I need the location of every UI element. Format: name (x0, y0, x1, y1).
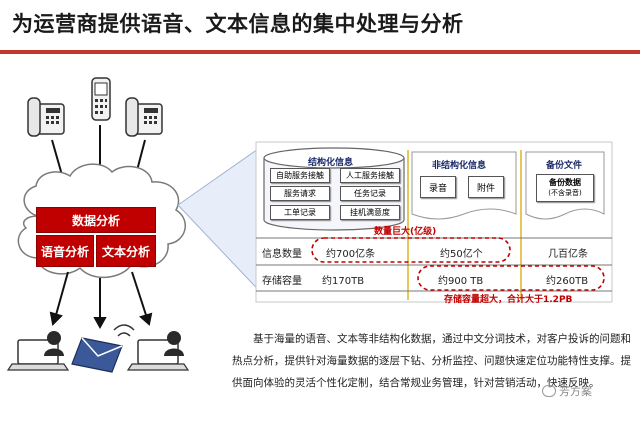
structured-header: 结构化信息 (308, 158, 354, 168)
wechat-icon (542, 385, 556, 397)
structured-item-6: 挂机满意度 (340, 205, 400, 220)
unstructured-item-recording: 录音 (420, 176, 456, 198)
mobile-phone-icon (91, 77, 111, 121)
text-analysis-box: 文本分析 (96, 235, 156, 267)
agent-laptop-icon-left (6, 331, 70, 371)
structured-item-1: 自助服务接触 (270, 168, 330, 183)
watermark-text: 芳方案 (559, 385, 592, 398)
backup-item-line2: (不含录音) (548, 189, 582, 197)
description-paragraph: 基于海量的语音、文本等非结构化数据，通过中文分词技术，对客户投诉的问题和热点分析… (232, 333, 631, 389)
structured-item-3: 服务请求 (270, 186, 330, 201)
structured-item-4: 任务记录 (340, 186, 400, 201)
cell-storage-backup: 约260TB (546, 276, 589, 287)
cell-quantity-structured: 约700亿条 (326, 249, 376, 260)
row-label-storage: 存储容量 (262, 276, 302, 287)
agent-laptop-icon-right (126, 331, 190, 371)
message-envelope-icon (71, 324, 135, 373)
zoom-wedge (178, 142, 268, 300)
watermark: 芳方案 (542, 383, 592, 399)
cell-storage-structured: 约170TB (322, 276, 365, 287)
desk-phone-icon-right (125, 97, 163, 137)
cell-storage-unstructured: 约900 TB (438, 276, 484, 287)
note-storage: 存储容量超大，合计大于1.2PB (444, 295, 573, 305)
unstructured-header: 非结构化信息 (432, 161, 487, 171)
cell-quantity-backup: 几百亿条 (548, 249, 588, 260)
title-divider (0, 50, 640, 54)
data-analysis-box: 数据分析 (36, 207, 156, 233)
row-label-quantity: 信息数量 (262, 249, 302, 260)
note-quantity: 数量巨大(亿级) (374, 227, 437, 237)
page-title: 为运营商提供语音、文本信息的集中处理与分析 (12, 12, 464, 36)
backup-header: 备份文件 (546, 161, 583, 171)
backup-item-line1: 备份数据 (549, 178, 581, 187)
voice-analysis-box: 语音分析 (36, 235, 94, 267)
structured-item-5: 工单记录 (270, 205, 330, 220)
desk-phone-icon-left (27, 97, 65, 137)
cell-quantity-unstructured: 约50亿个 (440, 249, 483, 260)
structured-item-2: 人工服务接触 (340, 168, 400, 183)
unstructured-item-attachment: 附件 (468, 176, 504, 198)
backup-item: 备份数据 (不含录音) (536, 174, 594, 202)
